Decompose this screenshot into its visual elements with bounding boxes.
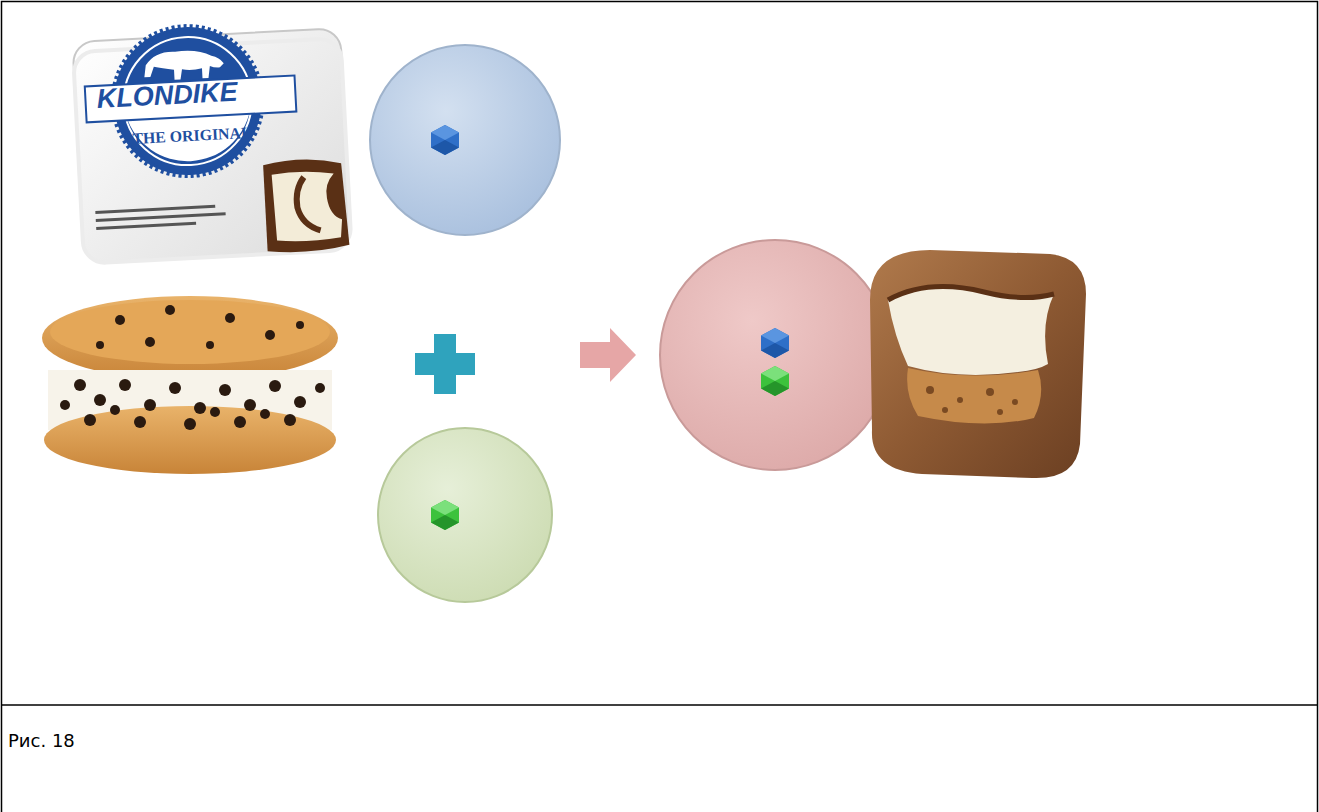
figure-caption: Рис. 18 bbox=[8, 730, 75, 751]
